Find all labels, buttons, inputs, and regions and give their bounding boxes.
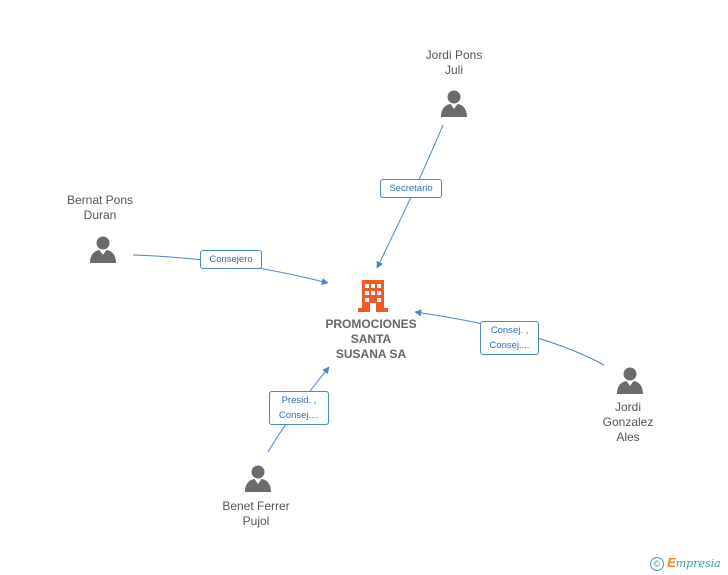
relation-label-line: Consej.... [489, 340, 530, 351]
person-name-line: Jordi Pons [425, 48, 483, 62]
person-name-line: Ales [616, 430, 640, 444]
person-name-line: Benet Ferrer [222, 499, 290, 513]
relation-label-consejero[interactable]: Consejero [200, 250, 262, 269]
relation-label-consej[interactable]: Consej. , Consej.... [480, 321, 539, 355]
relation-label-line: Presid. , [281, 395, 317, 406]
copyright-icon: © [650, 557, 664, 572]
person-name-line: Bernat Pons [66, 193, 134, 207]
relation-label-line: Consejero [209, 254, 253, 265]
person-icon-jordi-gonzalez[interactable] [617, 367, 643, 395]
relation-label-line: Secretario [389, 183, 433, 194]
company-name-line: PROMOCIONES [325, 317, 417, 331]
relation-label-line: Consej. , [490, 325, 529, 336]
relation-label-line: Consej.... [278, 410, 320, 421]
person-name-line: Pujol [242, 514, 270, 528]
person-name-bernat-pons[interactable]: Bernat Pons Duran [50, 193, 150, 223]
company-name-line: SANTA [350, 332, 392, 346]
relation-label-secretario[interactable]: Secretario [380, 179, 442, 198]
person-name-line: Gonzalez [602, 415, 654, 429]
company-name[interactable]: PROMOCIONES SANTA SUSANA SA [321, 317, 421, 362]
person-icon-benet-ferrer[interactable] [245, 465, 271, 493]
company-name-line: SUSANA SA [335, 347, 407, 361]
person-icon-bernat-pons[interactable] [90, 236, 116, 264]
relation-label-presid[interactable]: Presid. , Consej.... [269, 391, 329, 425]
brand-logo-initial: E [667, 555, 676, 570]
building-icon[interactable] [358, 280, 388, 312]
person-name-benet-ferrer[interactable]: Benet Ferrer Pujol [206, 499, 306, 529]
person-icon-jordi-pons[interactable] [441, 90, 467, 118]
person-name-line: Jordi [614, 400, 641, 414]
person-name-line: Duran [83, 208, 117, 222]
person-name-jordi-gonzalez[interactable]: Jordi Gonzalez Ales [588, 400, 668, 445]
person-name-line: Juli [444, 63, 463, 77]
person-name-jordi-pons[interactable]: Jordi Pons Juli [404, 48, 504, 78]
brand-footer[interactable]: © Empresia [650, 555, 728, 573]
brand-logo-text: mpresia [675, 557, 721, 570]
